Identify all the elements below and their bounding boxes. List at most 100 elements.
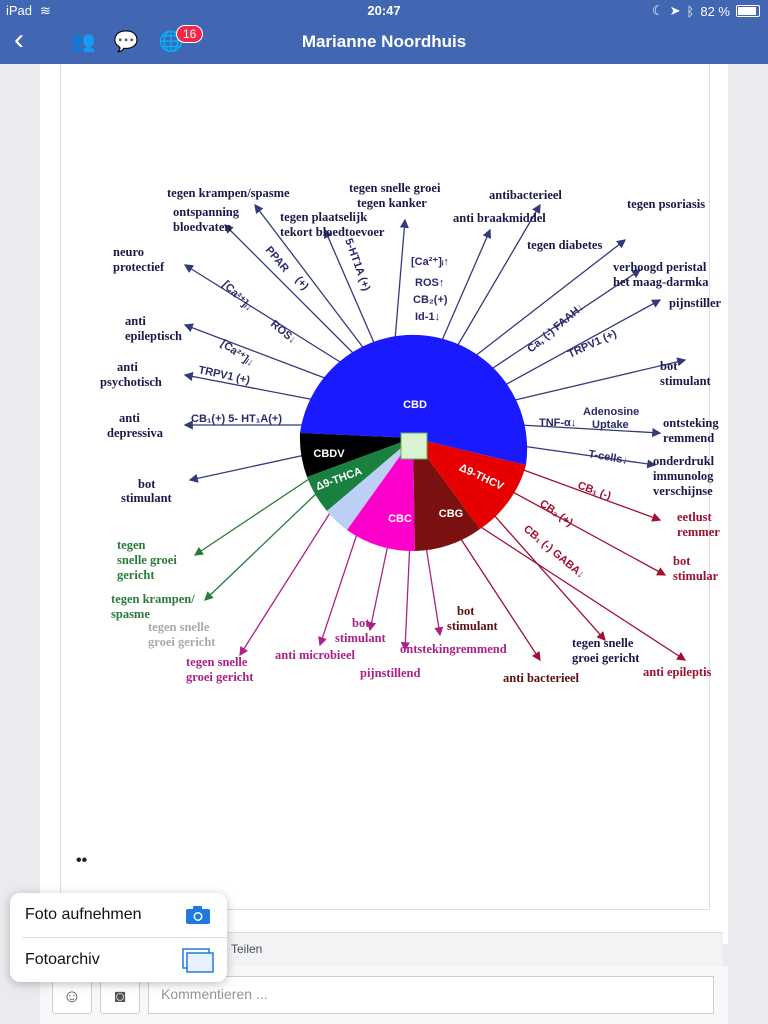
device-label: iPad [6, 3, 33, 18]
effect-label: het maag-darmka [613, 275, 709, 289]
receptor-label: CB₁(+) 5- HT₁A(+) [191, 413, 282, 425]
receptor-label: 5-HT1A (+) [342, 237, 372, 293]
status-right: ☾ ➤ ᛒ 82 % [652, 3, 760, 19]
take-photo-item[interactable]: Foto aufnehmen [10, 893, 227, 937]
effect-label: stimulant [121, 491, 173, 505]
left-labels: neuro protectief anti epileptisch anti p… [100, 245, 182, 505]
bottom-labels: tegen snelle groei gericht tegen krampen… [111, 538, 580, 685]
effect-label: tegen [117, 538, 146, 552]
top-labels: tegen krampen/spasme ontspanning bloedva… [167, 181, 705, 252]
effect-label: pijnstiller [669, 296, 722, 310]
receptor-label: TRPV1 (+) [197, 364, 251, 387]
effect-label: anti [125, 314, 146, 328]
effect-label: verschijnse [653, 484, 713, 498]
effect-label: anti microbieel [275, 648, 355, 662]
effect-label: groei gericht [572, 651, 640, 665]
effect-label: pijnstillend [360, 666, 420, 680]
effect-label: remmend [663, 431, 714, 445]
red-arrows [454, 464, 687, 662]
effect-label: bloedvaten [173, 220, 231, 234]
clock: 20:47 [367, 3, 401, 18]
unknown-segment [327, 438, 413, 530]
take-photo-label: Foto aufnehmen [25, 906, 142, 923]
receptor-label: PPAR [263, 244, 291, 275]
messenger-icon[interactable]: 💬 [113, 31, 139, 53]
thca-segment [307, 438, 413, 511]
segment-label: CBD [403, 399, 427, 411]
receptor-label: T-cells↓ [587, 448, 628, 467]
comment-bar: ☺ ◙ Kommentieren ... [40, 966, 728, 1024]
effect-label: immunolog [653, 469, 714, 483]
receptor-label: [Ca²⁺]ᵢ↑ [411, 256, 449, 268]
effect-label: anti [119, 411, 140, 425]
effect-label: tegen krampen/spasme [167, 186, 290, 200]
effect-label: anti epileptis [643, 665, 712, 679]
photo-library-label: Fotoarchiv [25, 951, 100, 968]
cbdv-segment [299, 433, 413, 477]
pie-chart: CBD CBDV Δ9-THCA CBC CBG Δ9-THCV [299, 334, 528, 552]
effect-label: remmer [677, 525, 720, 539]
effect-label: tegen snelle groei [349, 181, 441, 195]
effect-label: tegen kanker [357, 196, 427, 210]
effect-label: tegen snelle [186, 655, 248, 669]
pink-arrows [239, 504, 444, 657]
photo-library-item[interactable]: Fotoarchiv [10, 938, 227, 982]
effect-label: tegen plaatselijk [280, 210, 367, 224]
battery-icon [736, 5, 760, 17]
moon-icon: ☾ [651, 3, 664, 18]
receptor-label: Uptake [592, 419, 629, 431]
post-image[interactable]: CBD CBDV Δ9-THCA CBC CBG Δ9-THCV tegen k… [95, 175, 728, 695]
back-chevron-icon[interactable]: ‹ [14, 23, 24, 56]
effect-label: neuro [113, 245, 144, 259]
receptor-label: TNF-α↓ [539, 417, 576, 429]
effect-label: bot [457, 604, 475, 618]
effect-label: tegen snelle [148, 620, 210, 634]
emoji-button[interactable]: ☺ [52, 978, 92, 1014]
action-bar: Teilen [225, 932, 723, 968]
green-arrows [193, 474, 321, 601]
effect-label: tegen diabetes [527, 238, 602, 252]
status-bar: iPad ≋ 20:47 ☾ ➤ ᛒ 82 % [0, 0, 768, 20]
receptor-label: CB₁ (-) [576, 480, 613, 503]
effect-label: anti braakmiddel [453, 211, 546, 225]
receptor-label: CB₁ (-) GABA↓ [521, 523, 587, 581]
nav-bar: ‹ 👥 💬 🌐 16 Marianne Noordhuis [0, 20, 768, 64]
effect-label: antibacterieel [489, 188, 562, 202]
effect-label: groei gericht [186, 670, 254, 684]
effect-label: bot [138, 477, 156, 491]
effect-label: stimulant [335, 631, 387, 645]
cbc-segment [347, 438, 415, 552]
effect-label: tekort bloedtoevoer [280, 225, 385, 239]
friends-icon[interactable]: 👥 [70, 31, 96, 53]
effect-label: epileptisch [125, 329, 182, 343]
cbd-segment [300, 334, 528, 465]
right-labels: verhoogd peristal het maag-darmka pijnst… [572, 260, 722, 679]
effect-label: verhoogd peristal [613, 260, 707, 274]
share-button[interactable]: Teilen [231, 942, 263, 956]
thcv-segment [413, 438, 526, 529]
receptor-label: [Ca²⁺]ᵢ↓ [220, 279, 255, 314]
effect-label: psychotisch [100, 375, 162, 389]
receptor-label: TRPV1 (+) [566, 328, 619, 361]
camera-icon: ◙ [114, 986, 126, 1006]
effect-label: stimulant [447, 619, 499, 633]
bluetooth-icon: ᛒ [686, 3, 695, 19]
receptor-label: ROS↓ [268, 318, 298, 346]
notification-badge: 16 [176, 25, 204, 43]
cbg-segment [413, 438, 480, 551]
effect-label: ontspanning [173, 205, 240, 219]
effect-label: tegen psoriasis [627, 197, 705, 211]
effect-label: groei gericht [148, 635, 216, 649]
segment-label: CBC [388, 513, 412, 525]
receptor-label: (+) [293, 274, 311, 293]
segment-label: CBDV [313, 448, 345, 460]
cannabinoid-diagram: CBD CBDV Δ9-THCA CBC CBG Δ9-THCV tegen k… [100, 181, 722, 685]
receptor-label: Adenosine [583, 406, 639, 418]
comment-input[interactable]: Kommentieren ... [148, 976, 714, 1014]
camera-button[interactable]: ◙ [100, 978, 140, 1014]
effect-label: tegen krampen/ [111, 592, 195, 606]
receptor-label: CB₂ (+) [537, 498, 575, 530]
post-text: •• [76, 852, 88, 869]
wifi-icon: ≋ [40, 3, 51, 18]
receptor-label: CB₂(+) [413, 294, 448, 306]
